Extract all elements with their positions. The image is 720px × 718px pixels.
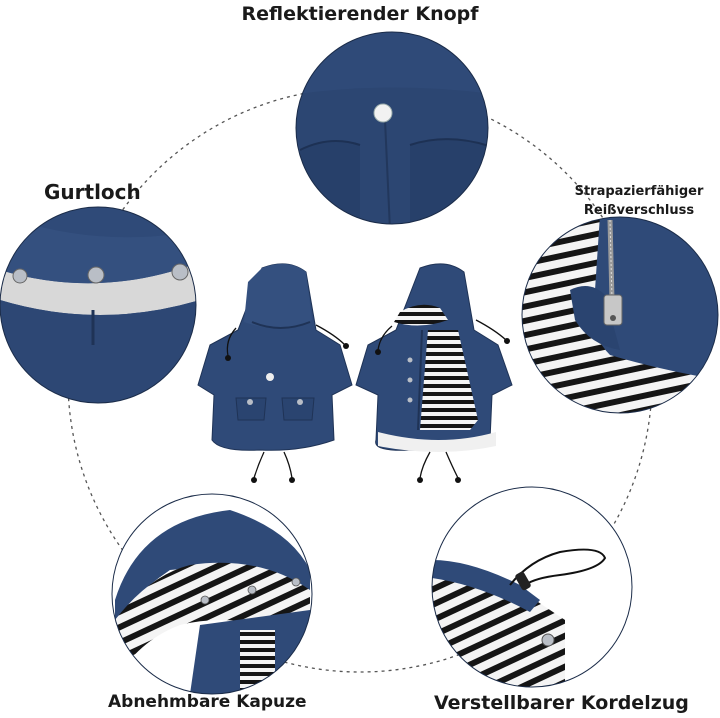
zipper-pull-icon	[603, 294, 623, 326]
detail-zipper	[522, 217, 718, 413]
snap-button-icon	[171, 263, 189, 281]
raincoat-front-closed	[197, 263, 353, 483]
label-drawcord: Verstellbarer Kordelzug	[434, 692, 689, 714]
drawcord-icon	[509, 548, 607, 586]
label-zipper-line1: Strapazierfähiger	[574, 184, 704, 199]
raincoat-front-open	[355, 263, 513, 483]
detail-reflective-button	[296, 32, 488, 224]
label-harness-hole: Gurtloch	[44, 180, 141, 204]
label-zipper: Strapazierfähiger Reißverschluss	[560, 182, 718, 220]
detail-harness-hole	[0, 207, 196, 403]
detail-drawcord	[432, 487, 632, 687]
reflective-button-icon	[373, 103, 393, 123]
label-reflective-button: Reflektierender Knopf	[241, 3, 479, 25]
label-removable-hood: Abnehmbare Kapuze	[108, 692, 307, 712]
snap-button-icon	[87, 266, 105, 284]
label-zipper-line2: Reißverschluss	[583, 203, 695, 218]
